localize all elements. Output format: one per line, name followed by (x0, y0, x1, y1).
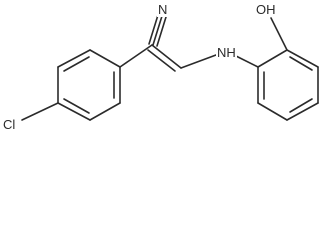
chlorine-bond (21, 102, 59, 121)
ring-double-bond (289, 98, 313, 113)
chlorine-label: Cl (2, 117, 17, 132)
ring-bond (257, 49, 288, 68)
ring-double-bond (289, 56, 313, 71)
ring-bond (89, 49, 121, 68)
ring-bond (286, 49, 319, 68)
amine-label: NH (216, 45, 237, 60)
ring-bond (57, 102, 91, 121)
ring-double-bond (63, 56, 90, 72)
hydroxyl-bond (270, 17, 288, 51)
chain-bond (235, 55, 259, 68)
ring-bond (286, 102, 319, 121)
ring-bond (57, 49, 91, 68)
structure-diagram: N NH OH Cl (2, 2, 319, 132)
ring-bond (89, 102, 121, 121)
alkene-bond (151, 44, 182, 69)
nitrile-bond (152, 15, 163, 46)
molecule-skeleton (21, 14, 319, 121)
hydroxyl-label: OH (255, 2, 277, 17)
chain-bond (119, 44, 153, 68)
ring-bond (257, 102, 288, 121)
ring-double-bond (63, 98, 90, 114)
nitrile-bond (156, 16, 167, 47)
alkene-bond (147, 49, 176, 72)
chain-bond (180, 54, 217, 69)
nitrile-nitrogen-label: N (157, 2, 169, 17)
nitrile-bond (148, 14, 159, 45)
